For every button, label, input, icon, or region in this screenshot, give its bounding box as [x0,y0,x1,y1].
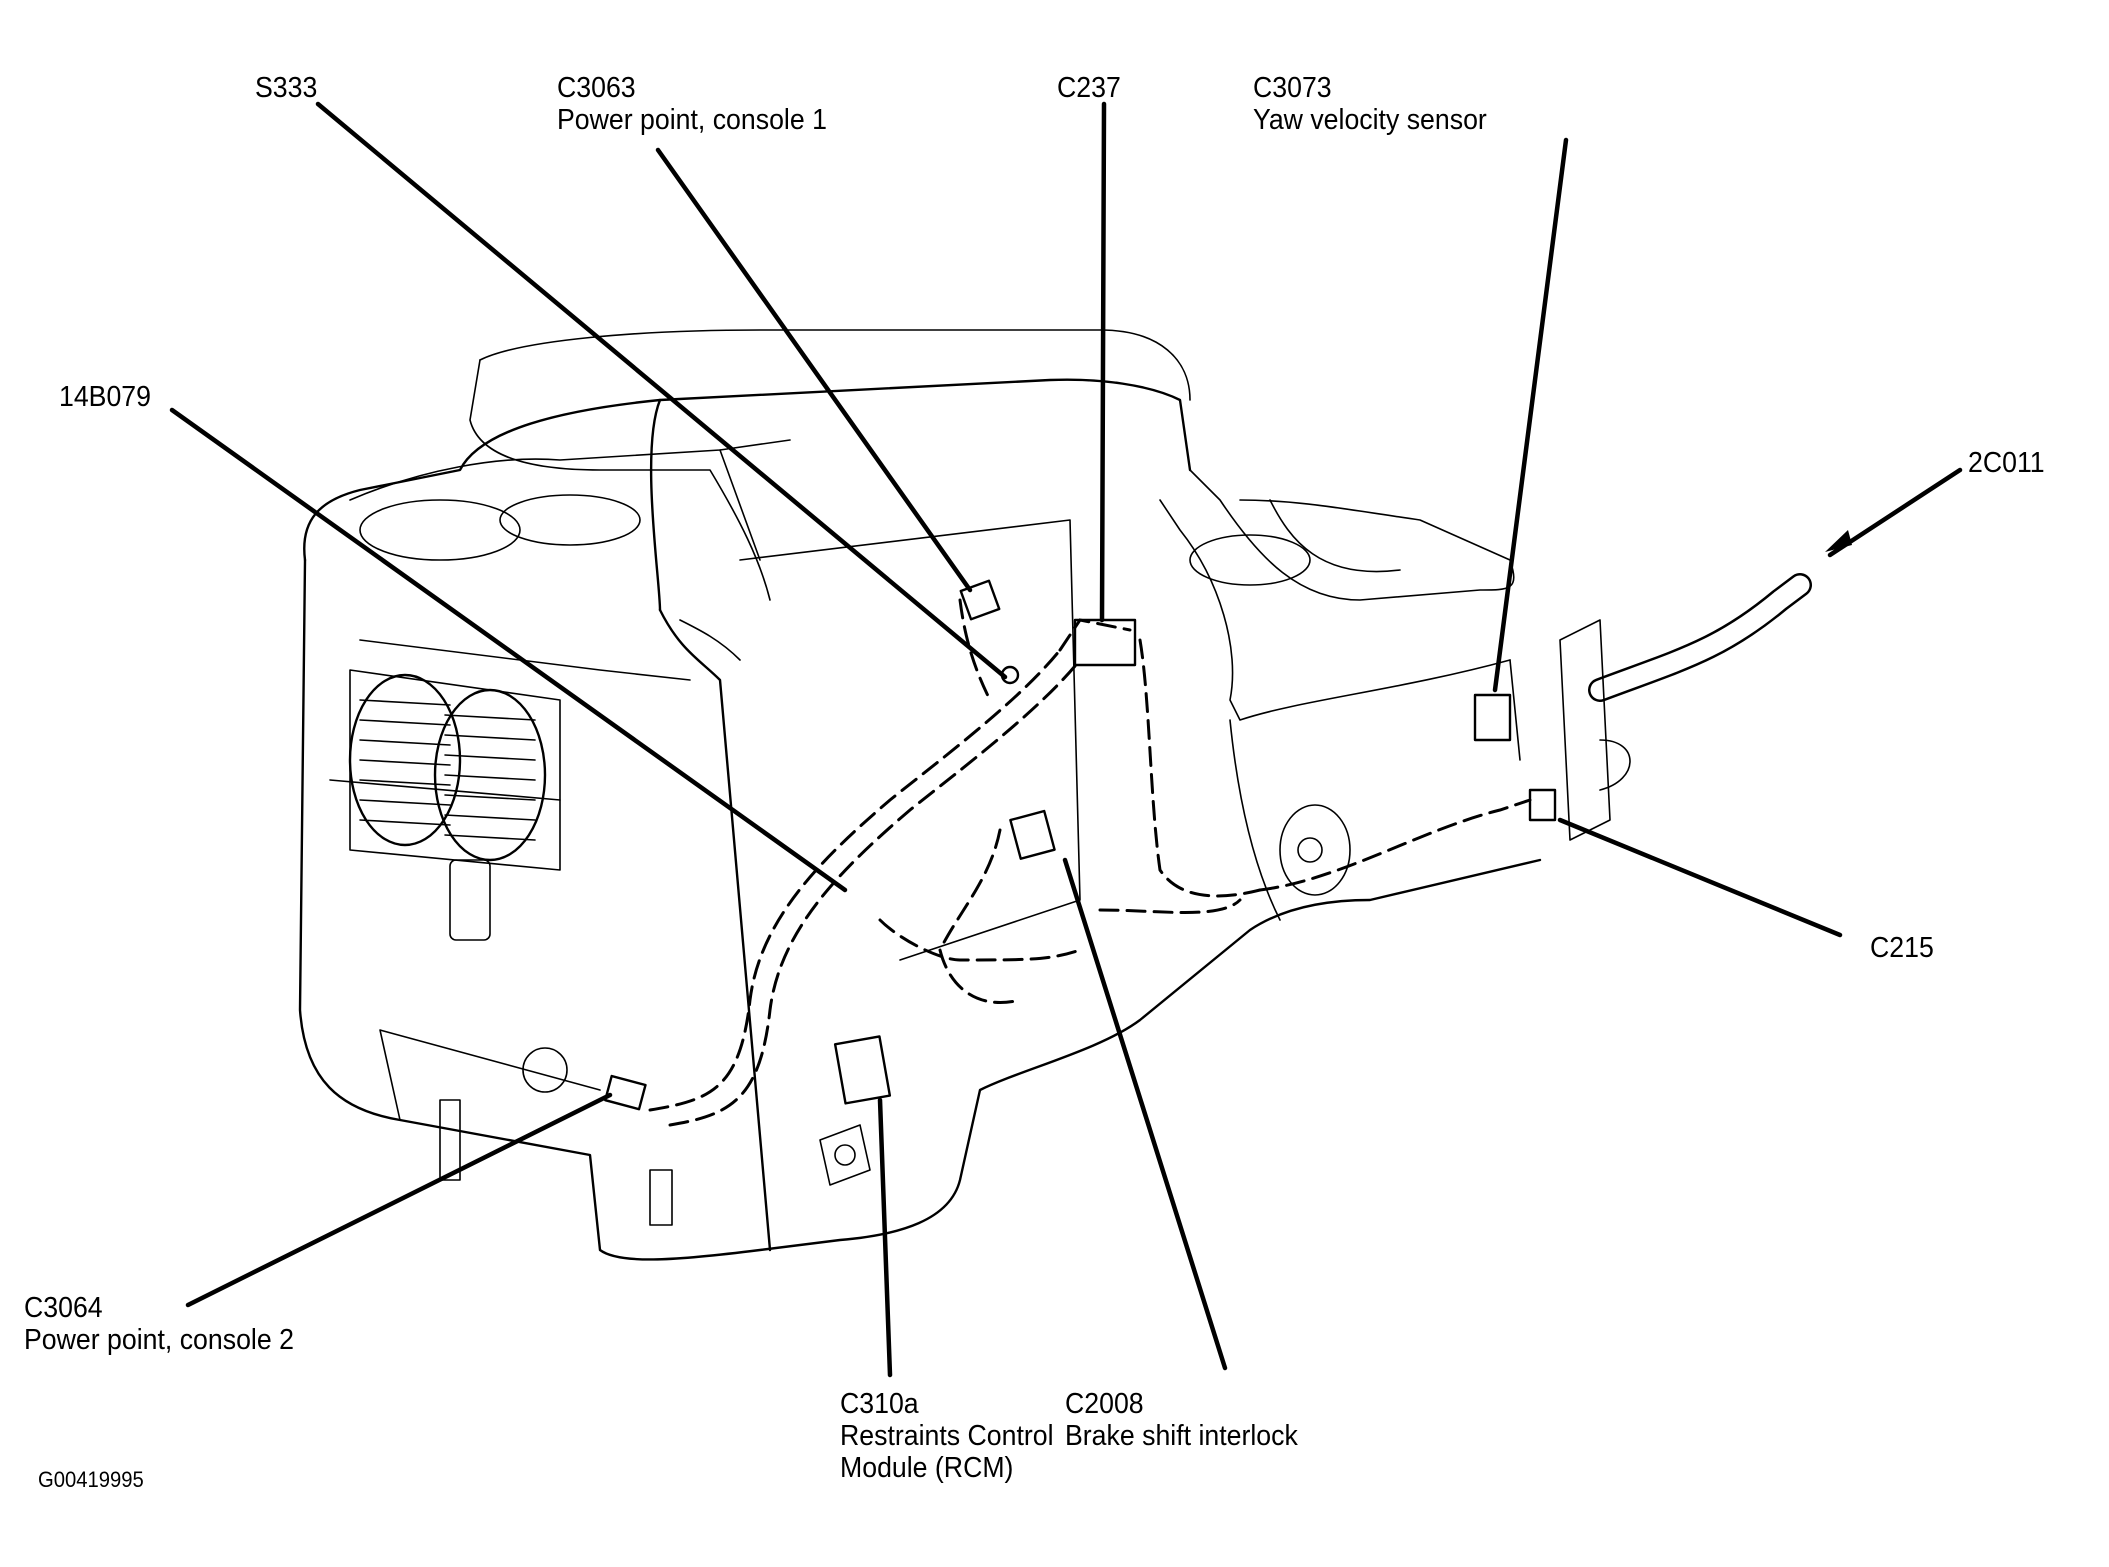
connector-C237 [1073,618,1137,667]
harness-14B079 [648,598,1532,1127]
callout-code: C3063 [557,72,636,104]
callout-C3063: C3063 Power point, console 1 [557,72,827,136]
callout-code: S333 [255,72,318,104]
callout-2C011: 2C011 [1968,447,2045,479]
callout-code: C215 [1870,932,1934,964]
leader-2C011 [1827,467,1963,558]
callout-code: 2C011 [1968,447,2045,479]
connector-C2008 [1009,809,1056,860]
harness-2C011 [1559,573,1812,841]
callout-code: 14B079 [59,381,151,413]
leader-C3073 [1492,137,1569,693]
leader-C3064 [185,1092,613,1308]
connector-C3064 [604,1074,647,1111]
leader-C310a [877,1097,893,1378]
arrowhead-2C011 [1825,530,1852,552]
callout-C215: C215 [1870,932,1934,964]
callout-C237: C237 [1057,72,1121,104]
leader-14B079 [169,407,848,893]
callout-code: C237 [1057,72,1121,104]
callout-description: Power point, console 1 [557,104,827,136]
figure-id: G00419995 [38,1467,144,1492]
connector-C3063 [959,579,1001,621]
callout-C3064: C3064 Power point, console 2 [24,1292,294,1356]
connector-C310a [833,1035,892,1105]
console-body [298,329,1542,1261]
connector-C3073 [1473,693,1512,742]
leader-C2008 [1062,857,1228,1371]
callout-C2008: C2008 Brake shift interlock [1065,1388,1298,1452]
callout-code: C3073 [1253,72,1332,104]
callout-description-2: Module (RCM) [840,1452,1014,1484]
leader-C3063 [655,147,973,593]
callout-code: C310a [840,1388,919,1420]
connectors [604,579,1557,1111]
rear-air-vent [348,669,561,871]
callout-description: Power point, console 2 [24,1324,294,1356]
callout-code: C2008 [1065,1388,1144,1420]
callout-description: Yaw velocity sensor [1253,104,1487,136]
leader-lines [169,101,1963,1378]
callout-C310a: C310a Restraints Control Module (RCM) [840,1388,1054,1484]
callout-code: C3064 [24,1292,103,1324]
callout-C3073: C3073 Yaw velocity sensor [1253,72,1487,136]
leader-S333 [315,101,1008,680]
leader-C215 [1557,817,1843,938]
leader-C237 [1099,101,1107,623]
callout-description: Restraints Control [840,1420,1054,1452]
callout-S333: S333 [255,72,317,104]
connector-C215 [1528,788,1557,822]
callout-description: Brake shift interlock [1065,1420,1298,1452]
callout-14B079: 14B079 [59,381,151,413]
